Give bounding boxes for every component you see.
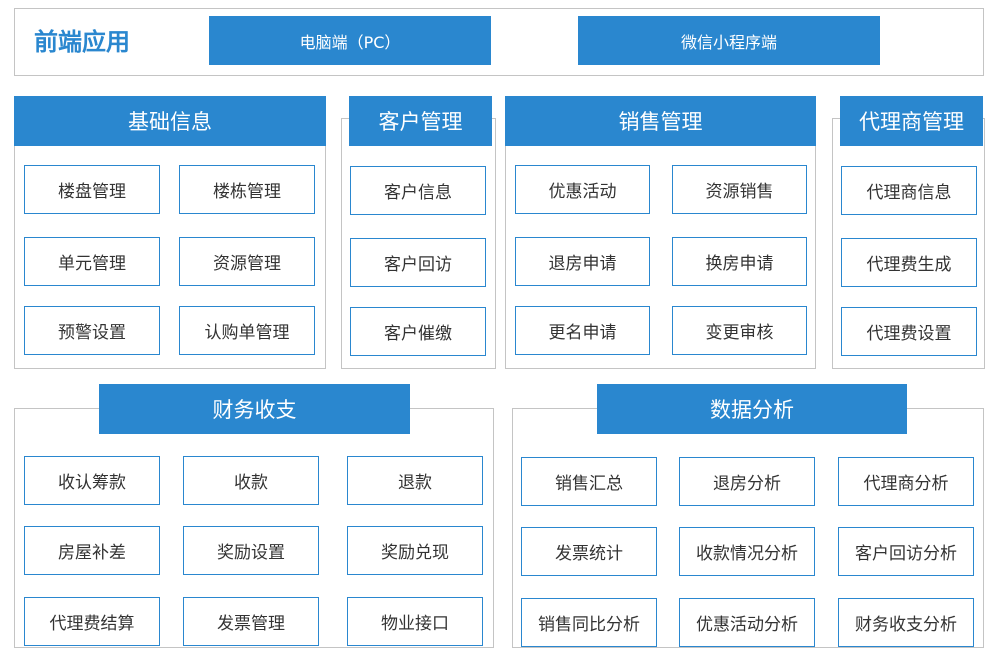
platform-wechat-miniprogram[interactable]: 微信小程序端 xyxy=(578,16,880,65)
item-refund-analysis[interactable]: 退房分析 xyxy=(679,457,815,506)
item-customer-info[interactable]: 客户信息 xyxy=(350,166,486,215)
module-agent-header: 代理商管理 xyxy=(840,96,983,146)
module-finance-header: 财务收支 xyxy=(99,384,410,434)
item-sales-summary[interactable]: 销售汇总 xyxy=(521,457,657,506)
item-building-management[interactable]: 楼栋管理 xyxy=(179,165,315,214)
item-resource-sales[interactable]: 资源销售 xyxy=(672,165,807,214)
item-pledge-collection[interactable]: 收认筹款 xyxy=(24,456,160,505)
item-agent-fee-generate[interactable]: 代理费生成 xyxy=(841,238,977,287)
item-invoice-statistics[interactable]: 发票统计 xyxy=(521,527,657,576)
item-subscription-management[interactable]: 认购单管理 xyxy=(179,306,315,355)
module-analytics-header: 数据分析 xyxy=(597,384,907,434)
item-revisit-analysis[interactable]: 客户回访分析 xyxy=(838,527,974,576)
item-rename-request[interactable]: 更名申请 xyxy=(515,306,650,355)
item-refund[interactable]: 退款 xyxy=(347,456,483,505)
item-reward-redemption[interactable]: 奖励兑现 xyxy=(347,526,483,575)
item-collection-analysis[interactable]: 收款情况分析 xyxy=(679,527,815,576)
item-invoice-management[interactable]: 发票管理 xyxy=(183,597,319,646)
item-unit-management[interactable]: 单元管理 xyxy=(24,237,160,286)
module-sales-header: 销售管理 xyxy=(505,96,816,146)
item-alert-settings[interactable]: 预警设置 xyxy=(24,306,160,355)
platform-pc[interactable]: 电脑端（PC） xyxy=(209,16,491,65)
item-price-adjustment[interactable]: 房屋补差 xyxy=(24,526,160,575)
item-agent-fee-settings[interactable]: 代理费设置 xyxy=(841,307,977,356)
module-basic-info-header: 基础信息 xyxy=(14,96,326,146)
item-agent-info[interactable]: 代理商信息 xyxy=(841,166,977,215)
item-reward-settings[interactable]: 奖励设置 xyxy=(183,526,319,575)
app-title: 前端应用 xyxy=(34,28,130,56)
item-finance-analysis[interactable]: 财务收支分析 xyxy=(838,598,974,647)
item-exchange-request[interactable]: 换房申请 xyxy=(672,237,807,286)
item-agent-fee-settlement[interactable]: 代理费结算 xyxy=(24,597,160,646)
item-collection[interactable]: 收款 xyxy=(183,456,319,505)
item-change-review[interactable]: 变更审核 xyxy=(672,306,807,355)
item-sales-yoy-analysis[interactable]: 销售同比分析 xyxy=(521,598,657,647)
item-customer-dunning[interactable]: 客户催缴 xyxy=(350,307,486,356)
item-customer-revisit[interactable]: 客户回访 xyxy=(350,238,486,287)
item-agent-analysis[interactable]: 代理商分析 xyxy=(838,457,974,506)
module-customer-header: 客户管理 xyxy=(349,96,492,146)
item-property-interface[interactable]: 物业接口 xyxy=(347,597,483,646)
item-property-management[interactable]: 楼盘管理 xyxy=(24,165,160,214)
item-promotion-analysis[interactable]: 优惠活动分析 xyxy=(679,598,815,647)
item-promotions[interactable]: 优惠活动 xyxy=(515,165,650,214)
item-refund-request[interactable]: 退房申请 xyxy=(515,237,650,286)
item-resource-management[interactable]: 资源管理 xyxy=(179,237,315,286)
